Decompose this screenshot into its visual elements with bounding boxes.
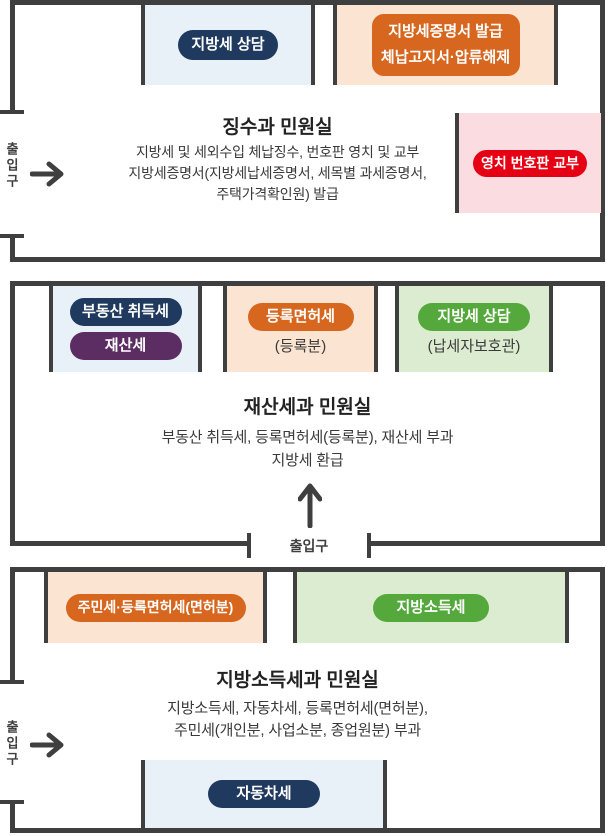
wall-end-cap xyxy=(247,533,251,558)
service-pill: 지방세증명서 발급 체납고지서·압류해제 xyxy=(371,14,520,76)
wall-end-cap xyxy=(367,533,371,558)
entrance-label: 출입구 xyxy=(289,538,329,554)
zone-plate-return: 영치 번호판 교부 xyxy=(455,113,601,213)
service-pill: 지방소득세 xyxy=(373,593,489,622)
service-pill: 부동산 취득세 xyxy=(69,298,182,326)
wall-bottom-left xyxy=(10,541,249,546)
description-line: 부동산 취득세, 등록면허세(등록분), 재산세 부과 xyxy=(161,429,454,446)
pill-label-line2: 체납고지서·압류해제 xyxy=(380,49,511,66)
arrow-up-icon xyxy=(298,483,322,528)
wall-top xyxy=(10,0,605,5)
pill-label: 영치 번호판 교부 xyxy=(481,154,579,171)
pill-label: 자동차세 xyxy=(236,785,292,802)
wall-left-upper xyxy=(10,0,15,114)
section-description: 부동산 취득세, 등록면허세(등록분), 재산세 부과 지방세 환급 xyxy=(60,426,555,472)
pill-label: 지방세 상담 xyxy=(191,36,265,53)
pill-label: 지방소득세 xyxy=(396,598,466,616)
wall-left-lower xyxy=(10,804,15,833)
zone-local-income-tax: 지방소득세 xyxy=(293,572,569,643)
section-title: 지방소득세과 민원실 xyxy=(216,670,379,691)
service-pill: 지방세 상담 xyxy=(418,302,530,331)
entrance-label: 출입구 xyxy=(4,142,19,190)
description-line: 지방세 환급 xyxy=(271,452,344,469)
service-pill: 주민세·등록면허세(면허분) xyxy=(65,593,246,622)
section-title: 재산세과 민원실 xyxy=(243,397,372,418)
service-pill: 지방세 상담 xyxy=(178,30,278,60)
wall-bottom xyxy=(10,257,605,262)
service-pill: 자동차세 xyxy=(208,780,320,808)
zone-acquisition-property: 부동산 취득세 재산세 xyxy=(49,286,202,372)
pill-label: 부동산 취득세 xyxy=(82,303,169,320)
service-pill: 등록면허세 xyxy=(247,302,354,331)
zone-local-tax-consult: 지방세 상담 xyxy=(141,5,315,85)
zone-taxpayer-protection: 지방세 상담 (납세자보호관) xyxy=(395,286,553,372)
zone-certificate-issue: 지방세증명서 발급 체납고지서·압류해제 xyxy=(333,5,558,85)
wall-left xyxy=(10,281,15,546)
arrow-right-icon xyxy=(30,732,64,758)
arrow-right-icon xyxy=(30,161,64,187)
zone-sub-label: (납세자보호관) xyxy=(427,337,521,355)
section-description: 지방소득세, 자동차세, 등록면허세(면허분), 주민세(개인분, 사업소분, … xyxy=(50,698,545,742)
pill-label: 재산세 xyxy=(104,337,147,354)
entrance-label: 출입구 xyxy=(4,720,19,768)
wall-end-cap xyxy=(0,800,24,804)
pill-label-line1: 지방세증명서 발급 xyxy=(388,22,503,40)
wall-right xyxy=(600,0,605,262)
wall-top xyxy=(10,567,605,572)
zone-registration-license: 등록면허세 (등록분) xyxy=(223,286,378,372)
pill-label: 지방세 상담 xyxy=(437,307,511,325)
zone-resident-license-tax: 주민세·등록면허세(면허분) xyxy=(44,572,267,643)
zone-sub-label: (등록분) xyxy=(274,337,327,355)
description-line: 지방세증명서(지방세납세증명서, 세목별 과세증명서, xyxy=(128,165,427,181)
wall-top xyxy=(10,281,605,286)
pill-label: 등록면허세 xyxy=(265,307,335,325)
zone-automobile-tax: 자동차세 xyxy=(141,760,387,828)
wall-bottom-right xyxy=(369,541,605,546)
wall-bottom xyxy=(10,828,605,833)
description-line: 주민세(개인분, 사업소분, 종업원분) 부과 xyxy=(173,722,422,739)
wall-end-cap xyxy=(0,110,24,114)
description-line: 주택가격확인원) 발급 xyxy=(216,186,339,202)
wall-right xyxy=(600,281,605,546)
section-title: 징수과 민원실 xyxy=(222,117,333,138)
service-pill: 재산세 xyxy=(69,332,182,360)
description-line: 지방세 및 세외수입 체납징수, 번호판 영치 및 교부 xyxy=(135,144,420,160)
wall-right xyxy=(600,567,605,833)
wall-left-upper xyxy=(10,567,15,684)
pill-label: 주민세·등록면허세(면허분) xyxy=(77,599,234,616)
wall-end-cap xyxy=(0,680,24,684)
wall-left-lower xyxy=(10,234,15,262)
service-pill: 영치 번호판 교부 xyxy=(473,149,587,177)
wall-end-cap xyxy=(0,234,24,238)
description-line: 지방소득세, 자동차세, 등록면허세(면허분), xyxy=(167,700,428,717)
section-description: 지방세 및 세외수입 체납징수, 번호판 영치 및 교부 지방세증명서(지방세납… xyxy=(35,142,520,205)
